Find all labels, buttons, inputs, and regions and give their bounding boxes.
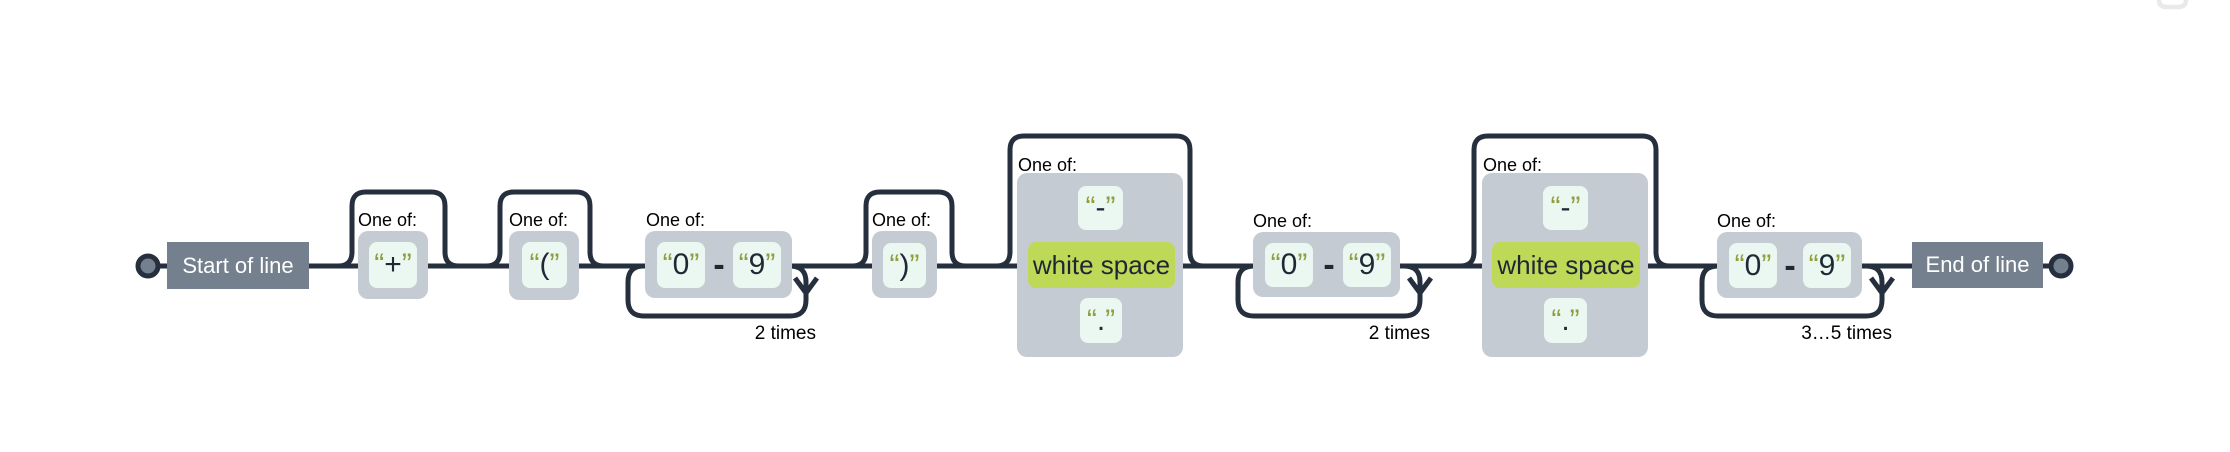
open-quote: “ (1551, 303, 1562, 337)
close-quote: ” (1105, 303, 1116, 337)
repeat-loop-digits2 (1235, 263, 1423, 319)
open-quote: “ (1808, 248, 1819, 282)
whitespace-box: white space (1492, 242, 1640, 288)
char-box-range-from: “0” (657, 242, 705, 288)
open-quote: “ (1086, 303, 1097, 337)
char-box-range-to: “9” (1343, 243, 1391, 287)
char-box-range-from: “0” (1729, 243, 1777, 288)
whitespace-box: white space (1028, 242, 1175, 288)
one-of-label: One of: (358, 210, 418, 230)
skip-arch-plus (337, 189, 460, 269)
start-terminal-dot (135, 253, 161, 279)
repeat-label: 2 times (1368, 323, 1430, 344)
char-box-dash: “-” (1543, 186, 1588, 230)
char-literal: 0 (1280, 248, 1298, 281)
char-box-open-paren: “(” (522, 242, 567, 288)
one-of-label: One of: (509, 210, 569, 230)
repeat-label: 3…5 times (1801, 323, 1892, 344)
close-quote: ” (1297, 248, 1308, 281)
open-quote: “ (1085, 191, 1096, 224)
close-quote: ” (1569, 303, 1580, 337)
skip-arch-close-paren (851, 189, 967, 269)
skip-arch-open-paren (485, 189, 605, 269)
char-literal: - (1560, 191, 1571, 224)
open-quote: “ (1550, 191, 1561, 224)
end-terminal-dot (2048, 253, 2074, 279)
char-literal: + (384, 248, 402, 281)
repeat-loop-digits1 (625, 263, 809, 319)
range-separator: - (713, 246, 725, 284)
open-quote: “ (529, 248, 540, 281)
close-quote: ” (549, 248, 560, 281)
repeat-label: 2 times (754, 323, 816, 344)
open-quote: “ (662, 248, 673, 281)
close-quote: ” (1761, 248, 1772, 282)
char-literal: 0 (1744, 248, 1762, 282)
char-box-range-from: “0” (1265, 243, 1313, 287)
char-literal: ( (539, 248, 550, 281)
open-quote: “ (374, 248, 385, 281)
one-of-label: One of: (1717, 211, 1777, 231)
char-literal: . (1096, 303, 1106, 337)
end-of-line-box: End of line (1912, 242, 2043, 288)
repeat-loop-digits3 (1699, 263, 1885, 319)
char-literal: 9 (1818, 248, 1836, 282)
one-of-label: One of: (1253, 211, 1313, 231)
close-quote: ” (689, 248, 700, 281)
open-quote: “ (889, 248, 900, 282)
char-literal: 0 (672, 248, 690, 281)
skip-arch-separator2 (1459, 133, 1671, 269)
open-quote: “ (1734, 248, 1745, 282)
char-box-dot: “.” (1544, 298, 1587, 343)
close-quote: ” (909, 248, 920, 282)
char-literal: ) (899, 248, 910, 282)
open-quote: “ (1348, 248, 1359, 281)
char-literal: 9 (748, 248, 766, 281)
one-of-label: One of: (1483, 155, 1543, 175)
range-separator: - (1784, 246, 1796, 285)
open-quote: “ (1270, 248, 1281, 281)
char-box-close-paren: “)” (883, 243, 926, 288)
skip-arch-separator1 (995, 133, 1205, 269)
close-quote: ” (1105, 191, 1116, 224)
char-box-range-to: “9” (733, 242, 781, 288)
one-of-label: One of: (872, 210, 932, 230)
loop-arrowhead (792, 276, 820, 296)
close-quote: ” (1570, 191, 1581, 224)
char-literal: 9 (1358, 248, 1376, 281)
close-quote: ” (1835, 248, 1846, 282)
char-box-plus: “+” (369, 242, 417, 288)
char-literal: - (1095, 191, 1106, 224)
loop-arrowhead (1868, 276, 1896, 296)
char-box-dash: “-” (1078, 186, 1123, 230)
scrollbar-remnant (2156, 0, 2189, 10)
one-of-label: One of: (646, 210, 706, 230)
open-quote: “ (738, 248, 749, 281)
close-quote: ” (1375, 248, 1386, 281)
close-quote: ” (765, 248, 776, 281)
char-box-dot: “.” (1080, 298, 1122, 343)
close-quote: ” (401, 248, 412, 281)
range-separator: - (1323, 246, 1335, 284)
start-of-line-box: Start of line (167, 242, 309, 289)
char-box-range-to: “9” (1803, 243, 1851, 288)
loop-arrowhead (1406, 276, 1434, 296)
one-of-label: One of: (1018, 155, 1078, 175)
char-literal: . (1561, 303, 1570, 337)
